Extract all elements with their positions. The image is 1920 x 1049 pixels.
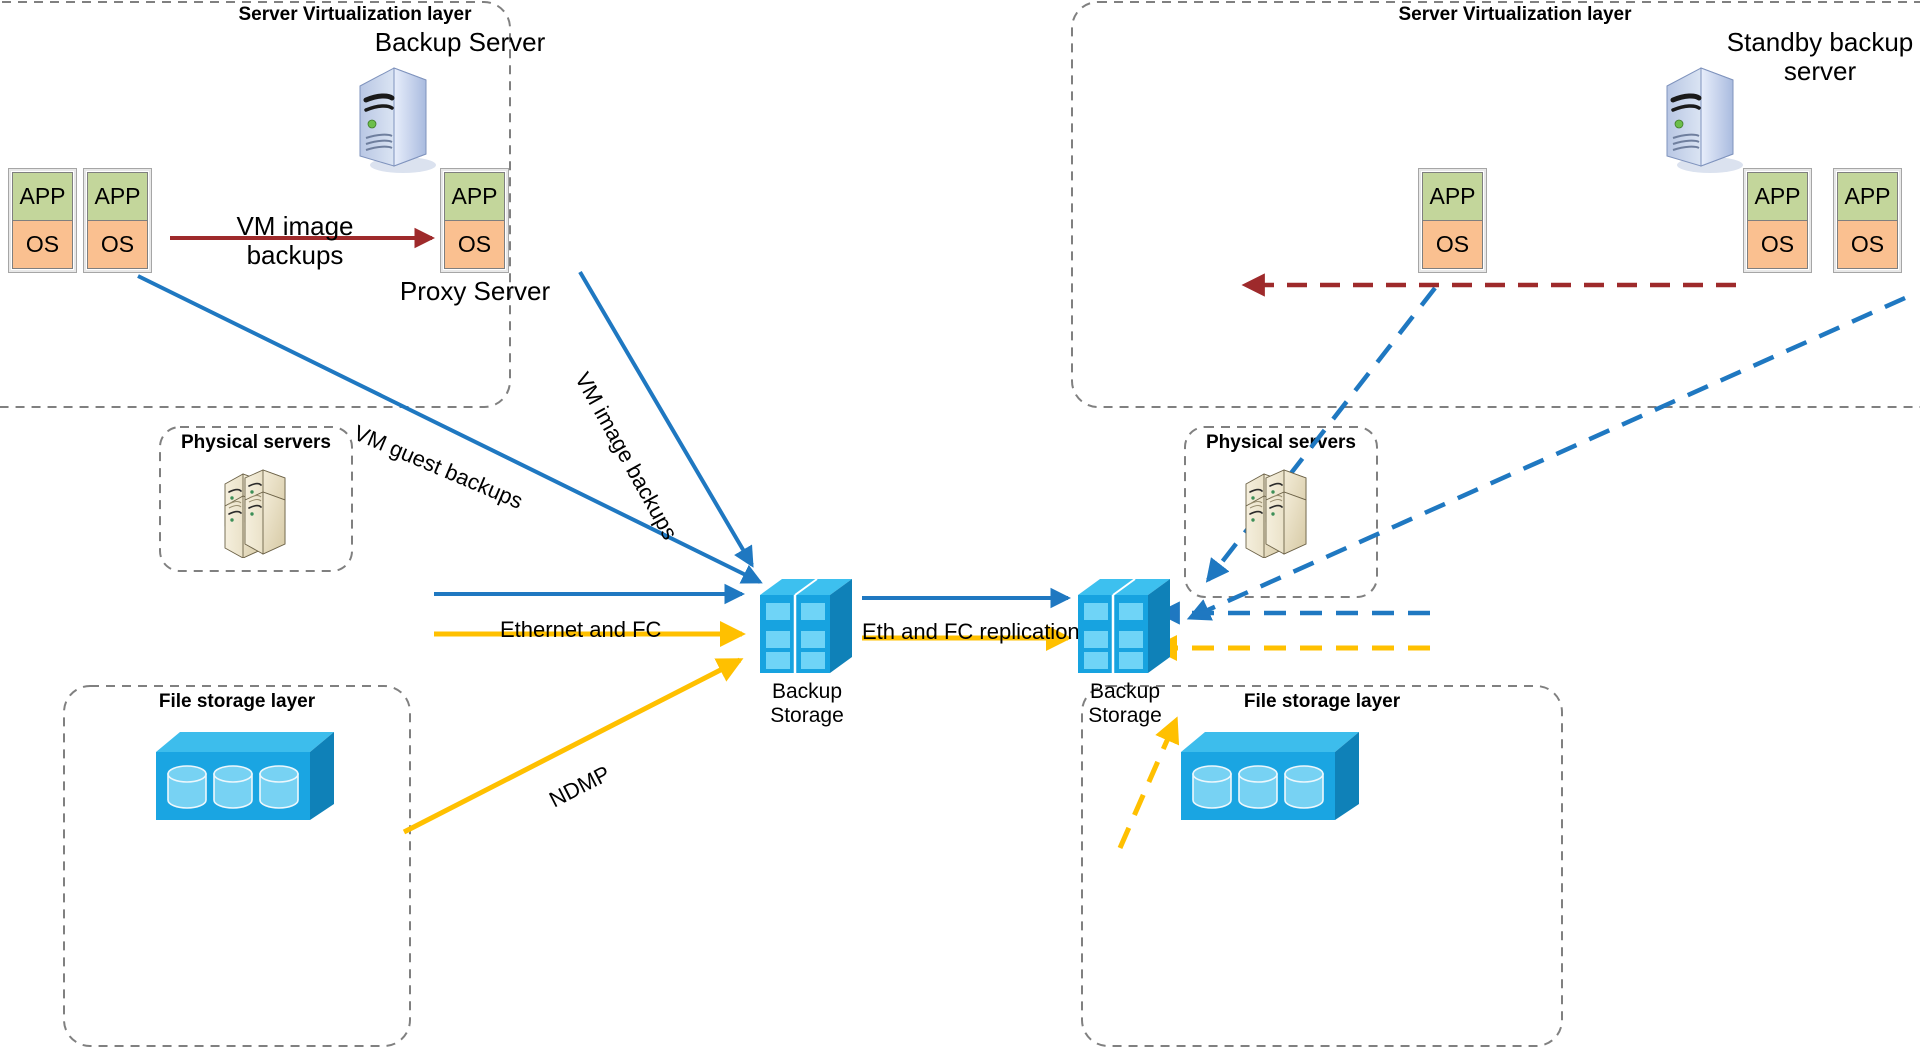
- edge-label-eth-fc-replication: Eth and FC replication: [862, 619, 1080, 644]
- group-right-phys-border: [1184, 426, 1378, 598]
- edge-ndmp: [402, 657, 744, 835]
- vm-app-label: APP: [1423, 173, 1482, 221]
- standby-backup-server-label: Standby backup server: [1726, 27, 1914, 87]
- group-title-left-phys: Physical servers: [180, 432, 331, 453]
- edge-vm-guest-backups: [137, 274, 763, 584]
- vm-os-label: OS: [1838, 221, 1897, 268]
- edge-label-ethernet-and-fc: Ethernet and FC: [500, 617, 662, 642]
- backup-storage-primary-label: Backup Storage: [770, 680, 844, 727]
- backup-storage-icon-secondary: [1078, 578, 1170, 673]
- backup-storage-icon-primary: [760, 578, 852, 673]
- vm-card-right-source-1[interactable]: APP OS: [1743, 168, 1812, 273]
- group-right-virt-border: [1071, 1, 1920, 408]
- vm-app-label: APP: [88, 173, 147, 221]
- group-title-left-file: File storage layer: [158, 691, 316, 712]
- vm-card-right-target-1[interactable]: APP OS: [1418, 168, 1487, 273]
- group-right-file-border: [1081, 685, 1563, 1047]
- edge-vm-image-backups-proxy: [578, 270, 754, 568]
- group-left-file-border: [63, 685, 411, 1047]
- group-title-right-file: File storage layer: [1243, 691, 1401, 712]
- backup-storage-secondary-label: Backup Storage: [1088, 680, 1162, 727]
- group-left-virt-border: [0, 1, 511, 408]
- standby-backup-server-icon: [1666, 67, 1743, 173]
- file-storage-array-icon-right: [1181, 732, 1359, 820]
- vm-card-left-source-2[interactable]: APP OS: [83, 168, 152, 273]
- vm-card-proxy-server[interactable]: APP OS: [440, 168, 509, 273]
- group-title-right-virt: Server Virtualization layer: [1398, 4, 1632, 25]
- vm-app-label: APP: [13, 173, 72, 221]
- backup-server-label: Backup Server: [374, 27, 546, 57]
- vm-app-label: APP: [1838, 173, 1897, 221]
- vm-os-label: OS: [445, 221, 504, 268]
- vm-os-label: OS: [88, 221, 147, 268]
- vm-card-left-source-1[interactable]: APP OS: [8, 168, 77, 273]
- vm-app-label: APP: [1748, 173, 1807, 221]
- vm-app-label: APP: [445, 173, 504, 221]
- vm-os-label: OS: [1423, 221, 1482, 268]
- file-storage-array-icon-left: [156, 732, 334, 820]
- physical-servers-icon-left: [224, 469, 286, 558]
- edge-label-vm-image-backups-left: VM image backups: [236, 211, 354, 271]
- vm-os-label: OS: [13, 221, 72, 268]
- proxy-server-label: Proxy Server: [399, 276, 551, 306]
- edge-restore-vm-far: [1186, 295, 1906, 621]
- edge-restore-file-storage: [1117, 716, 1180, 850]
- vm-os-label: OS: [1748, 221, 1807, 268]
- backup-server-icon: [359, 67, 436, 173]
- vm-card-right-source-2[interactable]: APP OS: [1833, 168, 1902, 273]
- group-title-left-virt: Server Virtualization layer: [238, 4, 472, 25]
- physical-servers-icon-right: [1245, 469, 1307, 558]
